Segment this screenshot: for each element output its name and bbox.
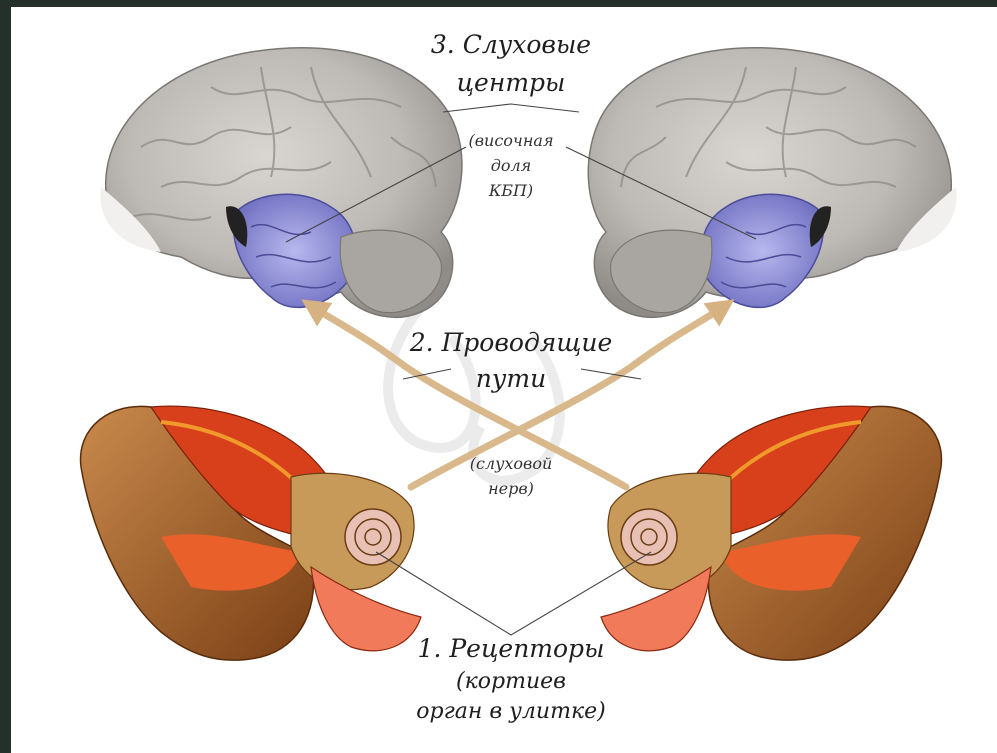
nerve-label-line2: нерв): [451, 480, 571, 498]
centers-label-line1: 3. Слуховые: [421, 31, 601, 60]
left-brain-icon: [100, 48, 462, 318]
right-brain-icon: [588, 48, 956, 318]
centers-label-line2: центры: [421, 69, 601, 98]
left-ear-icon: [81, 406, 421, 660]
pathways-label-line1: 2. Проводящие: [391, 329, 631, 358]
lobe-label-line3: КБП): [451, 182, 571, 200]
diagram-frame: 3. Слуховые центры (височная доля КБП) 2…: [11, 7, 997, 753]
receptors-label-line2: (кортиев: [391, 669, 631, 694]
lobe-label-line1: (височная: [451, 132, 571, 150]
receptors-label-line3: орган в улитке): [391, 699, 631, 724]
receptors-label-line1: 1. Рецепторы: [391, 635, 631, 664]
right-ear-icon: [601, 406, 941, 660]
nerve-label-line1: (слуховой: [451, 455, 571, 473]
lobe-label-line2: доля: [451, 157, 571, 175]
pathways-label-line2: пути: [391, 365, 631, 394]
